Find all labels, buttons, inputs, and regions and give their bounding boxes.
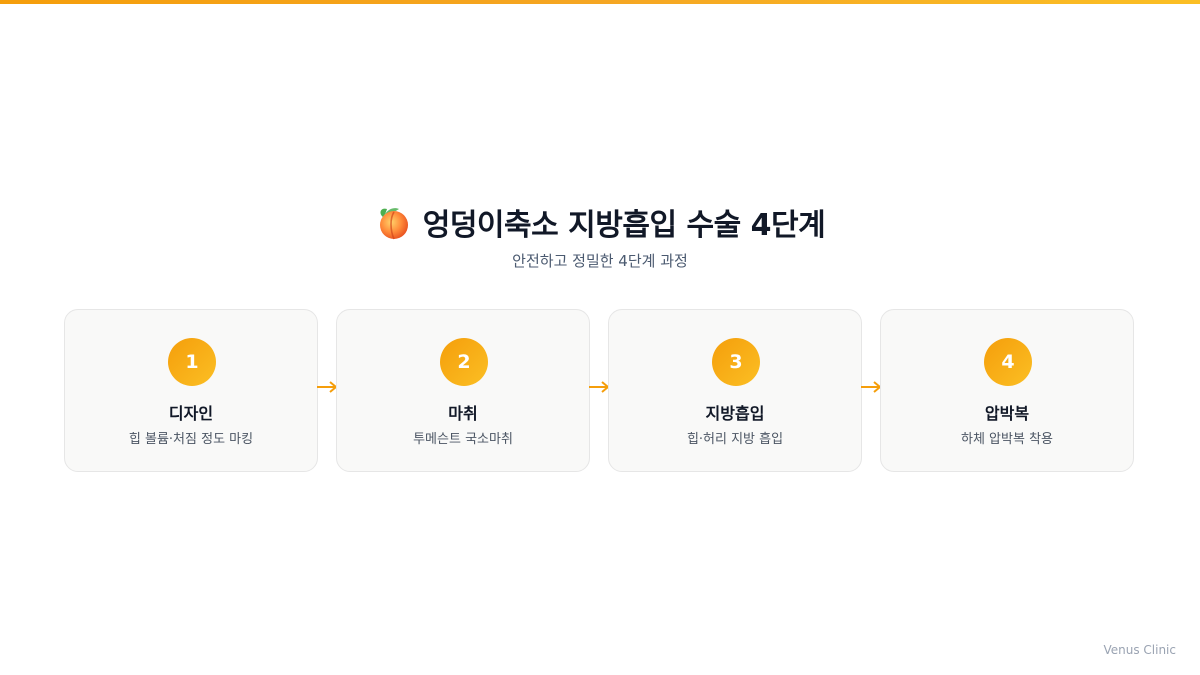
steps-row: 1 디자인 힙 볼륨·처짐 정도 마킹 2 마취 투메슨트 국소마취 3 지방흡…: [64, 309, 1136, 474]
step-title: 지방흡입: [705, 404, 765, 423]
step-title: 마취: [448, 404, 478, 423]
step-card-3: 3 지방흡입 힙·허리 지방 흡입: [608, 309, 862, 472]
step-number-badge: 4: [984, 338, 1032, 386]
step-description: 하체 압박복 착용: [961, 432, 1053, 447]
step-number-badge: 3: [712, 338, 760, 386]
step-title: 디자인: [168, 404, 214, 423]
step-description: 힙·허리 지방 흡입: [686, 432, 784, 447]
peach-icon: [375, 203, 413, 241]
page-title: 엉덩이축소 지방흡입 수술 4단계: [422, 208, 826, 243]
page-subtitle: 안전하고 정밀한 4단계 과정: [512, 252, 688, 270]
step-number-badge: 1: [168, 338, 216, 386]
title-row: 엉덩이축소 지방흡입 수술 4단계: [0, 200, 1200, 244]
step-title: 압박복: [984, 404, 1030, 423]
footer-brand: Venus Clinic: [1103, 643, 1176, 657]
step-number-badge: 2: [440, 338, 488, 386]
step-description: 힙 볼륨·처짐 정도 마킹: [128, 432, 254, 447]
step-card-1: 1 디자인 힙 볼륨·처짐 정도 마킹: [64, 309, 318, 472]
step-card-4: 4 압박복 하체 압박복 착용: [880, 309, 1134, 472]
step-description: 투메슨트 국소마취: [413, 432, 513, 447]
top-accent-bar: [0, 0, 1200, 4]
step-card-2: 2 마취 투메슨트 국소마취: [336, 309, 590, 472]
